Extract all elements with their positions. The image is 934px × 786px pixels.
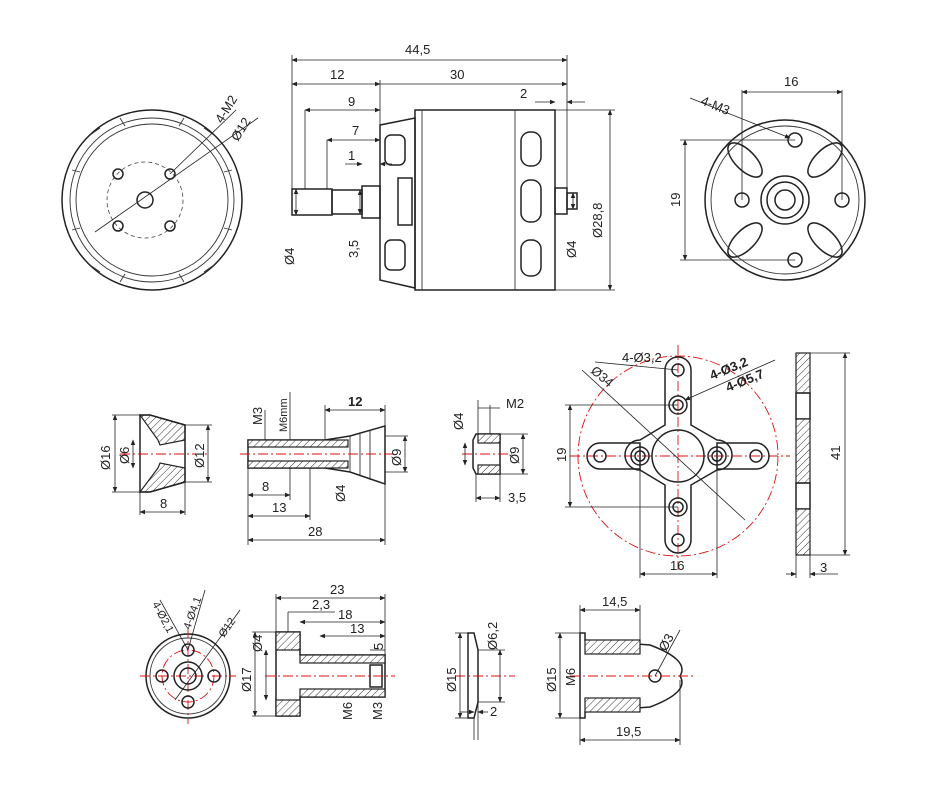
cross-w16: 16 bbox=[670, 558, 684, 573]
cross-h19: 19 bbox=[554, 448, 569, 462]
spinner-len195: 19,5 bbox=[616, 724, 641, 739]
motor-side-view: 44,5 12 30 9 7 1 2 Ø4 3,5 Ø4 Ø28,8 bbox=[282, 42, 615, 291]
cone-length: 8 bbox=[160, 496, 167, 511]
cross-mount-side: 41 3 bbox=[786, 352, 850, 578]
spinner-nut: 14,5 Ø15 M6 Ø3 19,5 bbox=[544, 594, 695, 745]
front-fins bbox=[71, 117, 233, 283]
side-flat: 3,5 bbox=[346, 240, 361, 258]
spinner-d3: Ø3 bbox=[655, 631, 676, 653]
flange-len23: 23 bbox=[330, 582, 344, 597]
ring-m2: M2 bbox=[506, 396, 524, 411]
flange-len18: 18 bbox=[338, 607, 352, 622]
cross-d34: Ø34 bbox=[588, 363, 616, 390]
cone-outer-dia: Ø16 bbox=[98, 445, 113, 470]
side-dim-9: 9 bbox=[348, 94, 355, 109]
rear-spokes bbox=[727, 142, 843, 258]
adapter-len13: 13 bbox=[272, 500, 286, 515]
flange-holes-a: 4-Ø2,1 bbox=[149, 600, 175, 635]
flange-len5: 5 bbox=[371, 643, 386, 650]
cross-total: 41 bbox=[828, 446, 843, 460]
flange-front: 4-Ø2,1 4-Ø4,1 Ø12 bbox=[140, 589, 241, 724]
side-rear-dia: Ø4 bbox=[564, 241, 579, 258]
ring-d4: Ø4 bbox=[451, 413, 466, 430]
flange-d4: Ø4 bbox=[250, 635, 265, 652]
motor-front-view: 4-M2 Ø12 bbox=[61, 93, 259, 291]
adapter-m6: M6mm bbox=[278, 398, 290, 432]
flange-m6: M6 bbox=[340, 702, 355, 720]
motor-rear-view: 16 19 4-M3 bbox=[668, 74, 866, 281]
front-screw-label: 4-M2 bbox=[212, 93, 240, 126]
washer: Ø6,2 Ø15 2 bbox=[444, 622, 515, 740]
rear-width: 16 bbox=[784, 74, 798, 89]
ring-d9: Ø9 bbox=[507, 447, 522, 464]
side-shaft-length: 12 bbox=[330, 67, 344, 82]
adapter-d4: Ø4 bbox=[333, 485, 348, 502]
washer-d15: Ø15 bbox=[444, 667, 459, 692]
spinner-len145: 14,5 bbox=[602, 594, 627, 609]
flange-pcd: Ø12 bbox=[217, 616, 239, 640]
side-dim-7: 7 bbox=[352, 123, 359, 138]
flange-holes-b: 4-Ø4,1 bbox=[182, 595, 205, 631]
side-body-length: 30 bbox=[450, 67, 464, 82]
flange-len23b: 2,3 bbox=[312, 597, 330, 612]
prop-adapter: M3 M6mm 12 Ø9 8 13 Ø4 28 bbox=[240, 392, 408, 545]
ring-width: 3,5 bbox=[508, 490, 526, 505]
washer-thick: 2 bbox=[490, 704, 497, 719]
adapter-len12: 12 bbox=[348, 394, 362, 409]
adapter-m3: M3 bbox=[250, 407, 265, 425]
collet-cone: Ø16 Ø6 Ø12 8 bbox=[98, 414, 212, 515]
adapter-len8: 8 bbox=[262, 479, 269, 494]
side-shaft-dia: Ø4 bbox=[282, 248, 297, 265]
washer-d62: Ø6,2 bbox=[485, 622, 500, 650]
adapter-d9: Ø9 bbox=[389, 449, 404, 466]
side-dim-1: 1 bbox=[348, 148, 355, 163]
spinner-d15: Ø15 bbox=[544, 667, 559, 692]
cone-right-dia: Ø12 bbox=[192, 443, 207, 468]
side-total-length: 44,5 bbox=[405, 42, 430, 57]
flange-d17: Ø17 bbox=[239, 667, 254, 692]
cross-holes-a: 4-Ø3,2 bbox=[622, 350, 662, 365]
side-dim-2: 2 bbox=[520, 86, 527, 101]
cone-inner-dia: Ø6 bbox=[117, 447, 132, 464]
rear-height: 19 bbox=[668, 193, 683, 207]
collet-ring: Ø4 M2 Ø9 3,5 bbox=[451, 396, 528, 505]
rear-screw: 4-M3 bbox=[699, 93, 732, 118]
front-pcd-label: Ø12 bbox=[228, 115, 254, 144]
side-body-dia: Ø28,8 bbox=[590, 203, 605, 238]
adapter-len28: 28 bbox=[308, 524, 322, 539]
flange-m3: M3 bbox=[370, 702, 385, 720]
cross-thick: 3 bbox=[820, 560, 827, 575]
flange-len13: 13 bbox=[350, 621, 364, 636]
cross-mount: Ø34 4-Ø3,2 4-Ø3,2 4-Ø5,7 19 16 bbox=[554, 345, 790, 578]
spinner-m6: M6 bbox=[563, 668, 578, 686]
flange-side: 23 2,3 18 13 5 Ø4 Ø17 M6 M3 bbox=[239, 582, 395, 720]
